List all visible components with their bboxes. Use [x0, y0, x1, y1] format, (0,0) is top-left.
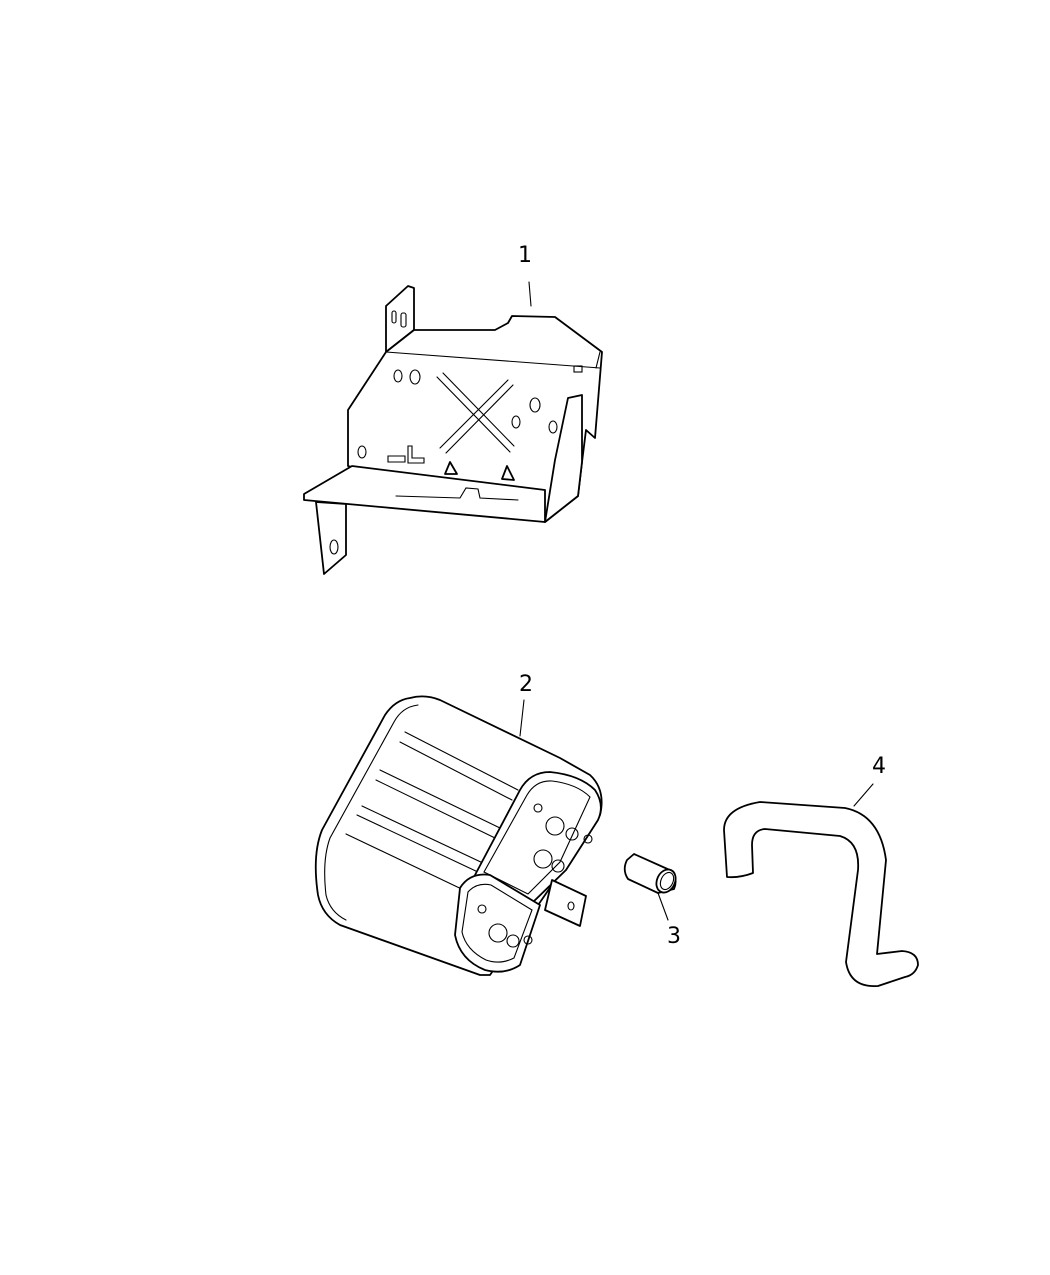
- callout-4[interactable]: 4: [872, 754, 886, 779]
- callout-1[interactable]: 1: [518, 243, 532, 268]
- bracket-part-1[interactable]: [303, 285, 603, 575]
- leader-line-3: [657, 892, 669, 921]
- leader-line-2: [519, 699, 525, 737]
- canister-part-2[interactable]: [314, 695, 603, 976]
- connector-part-3[interactable]: [623, 853, 680, 896]
- hose-part-4[interactable]: [723, 801, 919, 987]
- callout-3[interactable]: 3: [667, 924, 681, 949]
- callout-2[interactable]: 2: [519, 672, 533, 697]
- leader-line-1: [528, 281, 532, 307]
- leader-line-4: [853, 783, 874, 807]
